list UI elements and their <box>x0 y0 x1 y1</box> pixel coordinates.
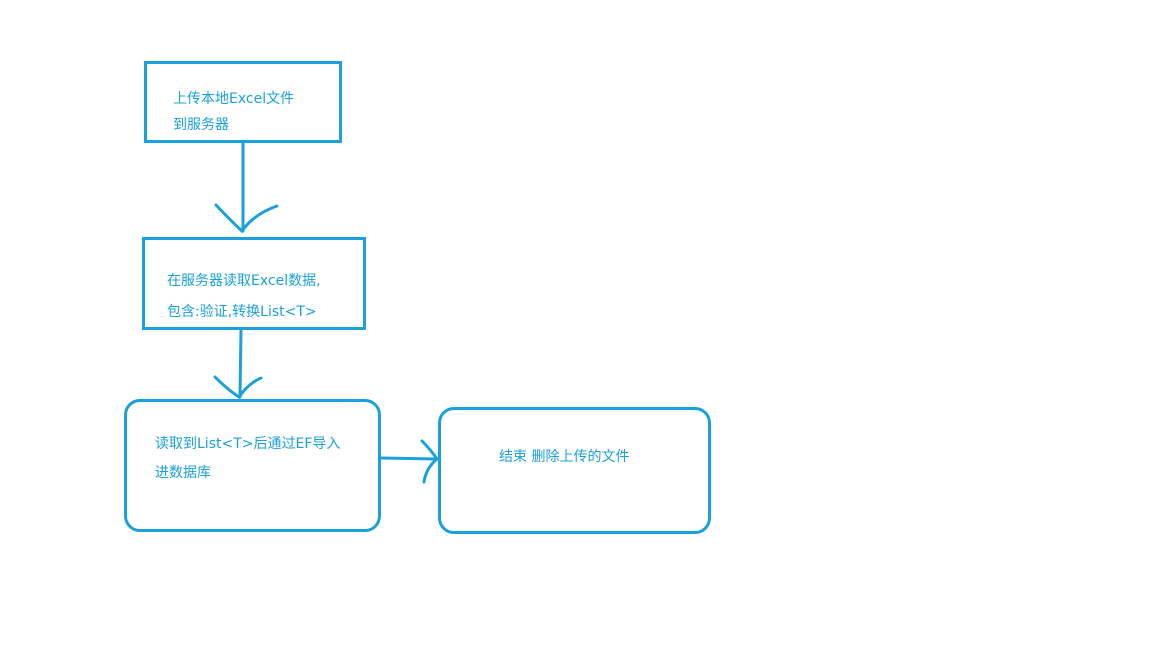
edge-line <box>238 328 243 399</box>
edge-line <box>379 456 439 461</box>
node-end-delete-file: 结束 删除上传的文件 <box>438 407 711 534</box>
node-import-database: 读取到List<T>后通过EF导入 进数据库 <box>124 399 381 532</box>
node-label: 结束 删除上传的文件 <box>499 449 630 465</box>
node-read-excel: 在服务器读取Excel数据, 包含:验证,转换List<T> <box>142 237 366 330</box>
arrow-head-icon <box>214 203 279 234</box>
arrow-head-icon <box>420 439 440 484</box>
edge-import-to-end <box>379 439 440 484</box>
node-label: 读取到List<T>后通过EF导入 进数据库 <box>155 436 341 481</box>
node-label: 上传本地Excel文件 到服务器 <box>173 91 295 133</box>
node-upload-excel: 上传本地Excel文件 到服务器 <box>144 61 342 143</box>
arrow-head-icon <box>213 375 263 400</box>
edge-upload-to-read <box>214 141 279 234</box>
edge-read-to-import <box>213 328 263 400</box>
node-label: 在服务器读取Excel数据, 包含:验证,转换List<T> <box>167 273 321 320</box>
